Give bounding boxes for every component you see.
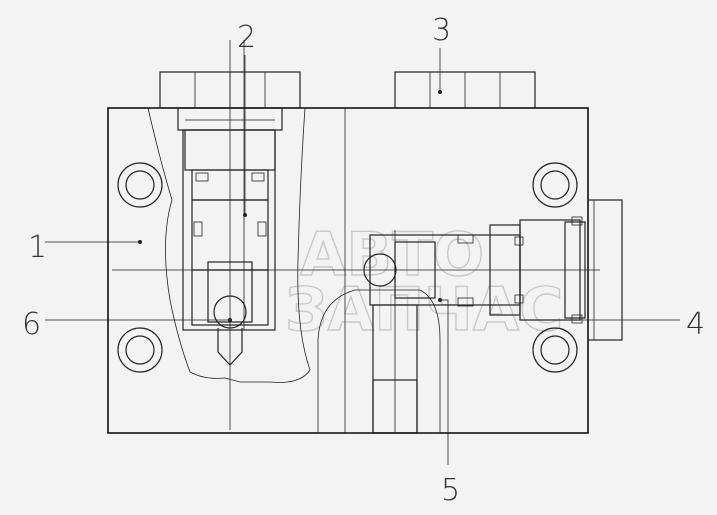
callout-6: 6 — [22, 307, 41, 342]
mounting-holes — [117, 162, 578, 373]
callout-5: 5 — [441, 473, 460, 508]
watermark: АВТО ЗАПЧАС — [284, 219, 564, 345]
watermark-line-2: ЗАПЧАС — [285, 275, 563, 345]
callout-4: 4 — [686, 307, 705, 342]
plug-right — [394, 71, 536, 109]
right-valve-spool — [112, 216, 600, 434]
callout-labels: 1 2 3 4 5 6 — [22, 13, 705, 508]
callout-1: 1 — [28, 230, 47, 265]
leader-lines — [45, 48, 680, 465]
callout-3: 3 — [432, 13, 451, 48]
callout-2: 2 — [237, 20, 256, 55]
watermark-line-1: АВТО — [300, 220, 484, 290]
left-valve-cartridge — [177, 40, 283, 430]
